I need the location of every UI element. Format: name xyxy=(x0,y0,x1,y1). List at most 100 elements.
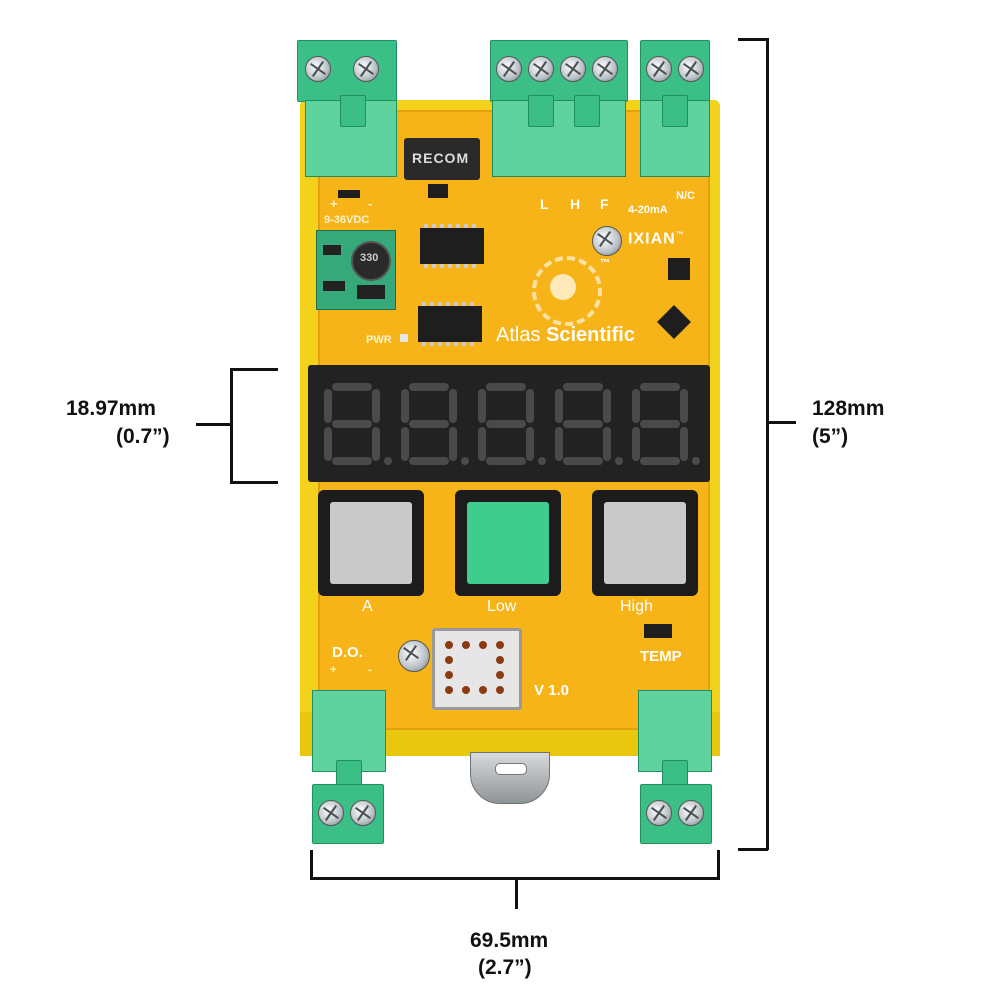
recom-label: RECOM xyxy=(412,150,470,166)
display-segment xyxy=(640,457,680,465)
screw-icon[interactable] xyxy=(528,56,554,82)
ixian-logo: IXIAN™ xyxy=(628,230,685,248)
ic-chip-upper xyxy=(420,228,484,264)
display-digit xyxy=(324,383,392,465)
display-decimal-point xyxy=(538,457,546,465)
screw-icon[interactable] xyxy=(305,56,331,82)
screw-icon[interactable] xyxy=(678,56,704,82)
connector-pin-hole xyxy=(445,671,453,679)
height-bracket-bottom xyxy=(738,848,768,851)
display-segment xyxy=(372,427,380,461)
button-a-label: A xyxy=(362,598,373,615)
inductor: 330 xyxy=(351,241,391,281)
height-bracket-line xyxy=(766,38,769,850)
height-bracket-tick xyxy=(766,421,796,424)
current-output-terminal-plug xyxy=(640,100,710,177)
display-segment xyxy=(603,427,611,461)
display-segment xyxy=(603,389,611,423)
screw-icon[interactable] xyxy=(353,56,379,82)
button-high[interactable] xyxy=(592,490,698,596)
display-segment xyxy=(563,383,603,391)
display-mm-label: 18.97mm xyxy=(66,397,156,420)
pwr-led xyxy=(400,334,408,342)
screw-icon[interactable] xyxy=(646,56,672,82)
connector-pin-hole xyxy=(479,686,487,694)
version-label: V 1.0 xyxy=(534,682,570,699)
connector-pin-hole xyxy=(445,686,453,694)
display-segment xyxy=(563,420,603,428)
width-in-label: (2.7”) xyxy=(478,956,532,979)
display-segment xyxy=(401,427,409,461)
relay-l-label: L xyxy=(540,196,549,212)
screw-icon[interactable] xyxy=(592,56,618,82)
display-segment xyxy=(555,389,563,423)
button-high-cap[interactable] xyxy=(604,502,686,584)
relay-h-label: H xyxy=(570,196,581,212)
display-decimal-point xyxy=(692,457,700,465)
connector-pin-hole xyxy=(496,641,504,649)
button-high-label: High xyxy=(620,598,653,615)
screw-icon[interactable] xyxy=(646,800,672,826)
display-bracket-bottom xyxy=(230,481,278,484)
height-in-label: (5”) xyxy=(812,425,849,448)
temp-ic xyxy=(644,624,672,638)
display-decimal-point xyxy=(461,457,469,465)
button-a-cap[interactable] xyxy=(330,502,412,584)
display-digit xyxy=(555,383,623,465)
seven-segment-display xyxy=(308,365,710,482)
screw-icon[interactable] xyxy=(318,800,344,826)
screw-icon[interactable] xyxy=(350,800,376,826)
display-segment xyxy=(640,420,680,428)
display-segment xyxy=(526,427,534,461)
display-segment xyxy=(478,389,486,423)
current-output-terminal-tab xyxy=(662,95,688,127)
display-segment xyxy=(478,427,486,461)
width-bracket-right xyxy=(717,850,720,880)
do-sensor-connector xyxy=(432,628,522,710)
button-a[interactable] xyxy=(318,490,424,596)
connector-pin-hole xyxy=(479,641,487,649)
display-segment xyxy=(680,427,688,461)
display-in-label: (0.7”) xyxy=(116,425,170,448)
relay-terminal-plug xyxy=(492,100,626,177)
display-segment xyxy=(332,457,372,465)
display-segment xyxy=(680,389,688,423)
display-segment xyxy=(332,383,372,391)
width-bracket-tick xyxy=(515,877,518,909)
pwr-label: PWR xyxy=(366,334,392,346)
connector-pin-hole xyxy=(445,641,453,649)
width-mm-label: 69.5mm xyxy=(470,929,549,952)
temp-terminal-plug xyxy=(638,690,712,772)
height-mm-label: 128mm xyxy=(812,397,885,420)
button-low-cap[interactable] xyxy=(467,502,549,584)
display-bracket-line xyxy=(230,368,233,484)
screw-icon[interactable] xyxy=(678,800,704,826)
display-segment xyxy=(409,457,449,465)
width-bracket-left xyxy=(310,850,313,880)
ic-chip-lower xyxy=(418,306,482,342)
nc-label: N/C xyxy=(676,190,695,202)
display-digit xyxy=(401,383,469,465)
display-segment xyxy=(555,427,563,461)
height-bracket-top xyxy=(738,38,768,41)
display-segment xyxy=(486,383,526,391)
display-segment xyxy=(486,420,526,428)
relay-terminal-tab xyxy=(528,95,554,127)
connector-pin-hole xyxy=(462,686,470,694)
display-decimal-point xyxy=(615,457,623,465)
display-segment xyxy=(632,427,640,461)
display-digit xyxy=(632,383,700,465)
display-segment xyxy=(640,383,680,391)
display-segment xyxy=(563,457,603,465)
atlas-trademark: ™ xyxy=(600,258,610,269)
temp-label: TEMP xyxy=(640,648,682,665)
screw-icon[interactable] xyxy=(560,56,586,82)
mounting-screw-icon xyxy=(592,226,622,256)
button-low[interactable] xyxy=(455,490,561,596)
do-label: D.O. xyxy=(332,644,363,661)
display-segment xyxy=(409,420,449,428)
screw-icon[interactable] xyxy=(496,56,522,82)
display-segment xyxy=(449,389,457,423)
display-segment xyxy=(526,389,534,423)
current-output-label: 4-20mA xyxy=(628,204,668,216)
